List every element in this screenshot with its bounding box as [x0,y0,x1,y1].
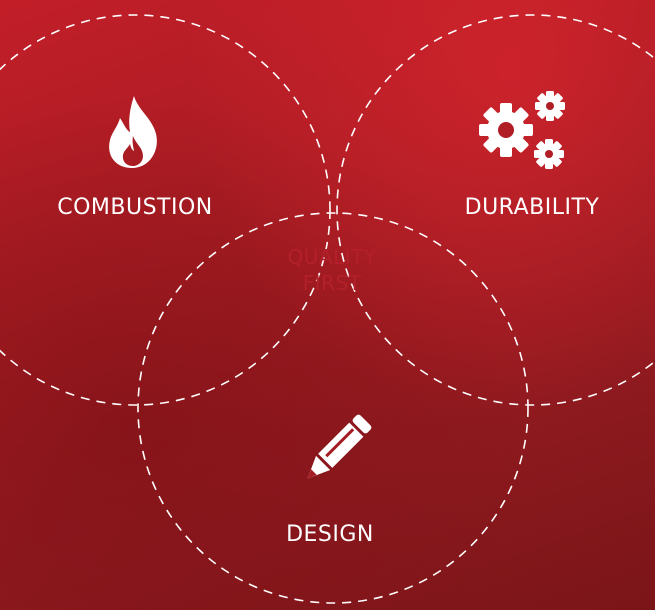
durability-label: DURABILITY [464,195,600,220]
gears-icon [479,91,565,169]
combustion-label: COMBUSTION [57,195,213,220]
circle-combustion [0,14,331,406]
design-label: DESIGN [286,522,374,547]
pencil-icon [307,414,372,479]
circle-durability [336,14,655,406]
center-label-line-2: FIRST [302,271,362,295]
flame-icon [109,96,157,168]
center-label: QUALITY FIRST [262,244,402,296]
center-label-line-1: QUALITY [287,245,377,269]
circle-design [137,212,529,604]
